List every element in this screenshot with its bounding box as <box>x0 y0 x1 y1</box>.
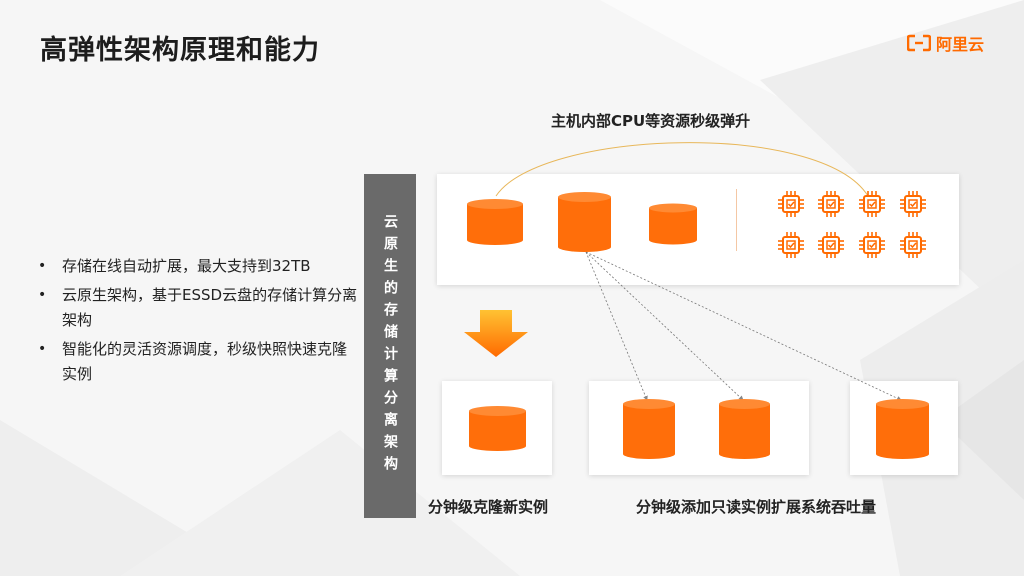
caption-clone-instance: 分钟级克隆新实例 <box>428 498 549 516</box>
cpu-chip-icon <box>857 230 887 260</box>
cpu-chip-icon <box>857 189 887 219</box>
logo-text: 阿里云 <box>935 35 984 54</box>
panel-divider <box>736 189 737 251</box>
architecture-label: 云原生的存储计算分离架构 <box>382 214 398 478</box>
list-item: • 云原生架构，基于ESSD云盘的存储计算分离架构 <box>38 283 358 333</box>
bullet-list: • 存储在线自动扩展，最大支持到32TB • 云原生架构，基于ESSD云盘的存储… <box>38 254 358 391</box>
list-item: • 智能化的灵活资源调度，秒级快照快速克隆实例 <box>38 337 358 387</box>
clone-instance-panel <box>442 381 552 475</box>
cpu-chip-icon <box>816 230 846 260</box>
caption-cpu-scaling: 主机内部CPU等资源秒级弹升 <box>551 112 751 130</box>
page-title: 高弹性架构原理和能力 <box>40 35 320 66</box>
cpu-chip-icon <box>898 189 928 219</box>
readonly-instance-panel <box>850 381 958 475</box>
readonly-instances-panel <box>589 381 809 475</box>
bullet-dot-icon: • <box>38 258 47 274</box>
list-item: • 存储在线自动扩展，最大支持到32TB <box>38 254 358 279</box>
architecture-label-bar: 云原生的存储计算分离架构 <box>364 174 416 518</box>
down-arrow-icon <box>464 310 528 357</box>
caption-readonly-instances: 分钟级添加只读实例扩展系统吞吐量 <box>636 498 877 516</box>
bullet-text: 存储在线自动扩展，最大支持到32TB <box>62 257 311 275</box>
cpu-chip-icon <box>776 230 806 260</box>
bullet-dot-icon: • <box>38 341 47 357</box>
brand-logo: 阿里云 <box>906 31 984 55</box>
cpu-chip-icon <box>816 189 846 219</box>
bullet-text: 智能化的灵活资源调度，秒级快照快速克隆实例 <box>62 340 348 383</box>
alibaba-cloud-logo-icon <box>906 34 931 52</box>
cpu-chip-icon <box>898 230 928 260</box>
bullet-text: 云原生架构，基于ESSD云盘的存储计算分离架构 <box>62 286 358 329</box>
cpu-chip-icon <box>776 189 806 219</box>
bullet-dot-icon: • <box>38 287 47 303</box>
